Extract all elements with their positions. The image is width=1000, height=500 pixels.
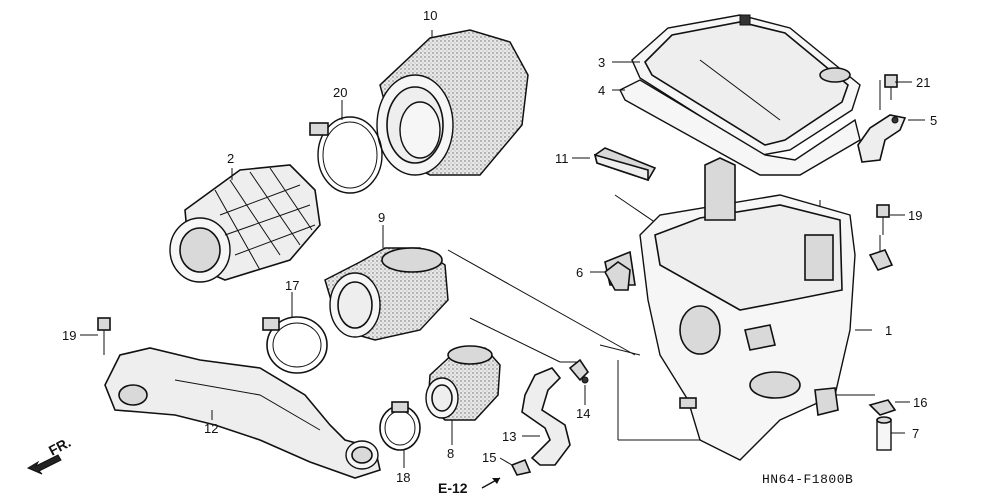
label-part-11: 11 <box>555 151 569 166</box>
label-part-5: 5 <box>930 113 937 128</box>
drain-hose <box>510 358 897 476</box>
band-17 <box>262 316 328 374</box>
band-20 <box>309 116 383 194</box>
intake-duct <box>104 347 381 479</box>
label-part-9: 9 <box>378 210 385 225</box>
label-part-21: 21 <box>916 75 930 90</box>
label-part-10: 10 <box>423 8 437 23</box>
label-part-4: 4 <box>598 83 605 98</box>
connecting-tube-small <box>425 345 501 421</box>
label-part-6: 6 <box>576 265 583 280</box>
label-part-18: 18 <box>396 470 410 485</box>
element-holder <box>169 164 321 283</box>
foam-block <box>593 147 657 182</box>
label-part-16: 16 <box>913 395 927 410</box>
air-filter-element <box>376 29 529 176</box>
reference-e12: E-12 <box>438 477 501 496</box>
air-cleaner-cover <box>619 14 861 176</box>
clip-6 <box>603 261 631 291</box>
label-part-19-left: 19 <box>62 328 76 343</box>
ref-arrow-icon <box>492 478 500 484</box>
sheet-code: HN64-F1800B <box>762 472 853 487</box>
front-label: FR. <box>46 434 73 459</box>
label-part-12: 12 <box>204 421 218 436</box>
connecting-tube <box>324 247 449 341</box>
front-marker: FR. <box>26 434 73 475</box>
front-arrow-icon <box>26 454 62 475</box>
label-part-19-right: 19 <box>908 208 922 223</box>
label-part-20: 20 <box>333 85 347 100</box>
label-part-15: 15 <box>482 450 496 465</box>
label-part-7: 7 <box>912 426 919 441</box>
bracket-and-bolts <box>97 74 907 409</box>
label-part-14: 14 <box>576 406 590 421</box>
label-part-1: 1 <box>885 323 892 338</box>
label-part-3: 3 <box>598 55 605 70</box>
label-part-8: 8 <box>447 446 454 461</box>
ref-code-text: E-12 <box>438 480 468 496</box>
air-cleaner-case <box>604 157 856 461</box>
band-18 <box>379 401 421 451</box>
label-part-2: 2 <box>227 151 234 166</box>
part-labels: 1 2 3 4 5 6 7 8 9 10 11 12 13 14 15 16 1… <box>62 8 937 485</box>
label-part-17: 17 <box>285 278 299 293</box>
label-leaders <box>80 30 925 468</box>
label-part-13: 13 <box>502 429 516 444</box>
